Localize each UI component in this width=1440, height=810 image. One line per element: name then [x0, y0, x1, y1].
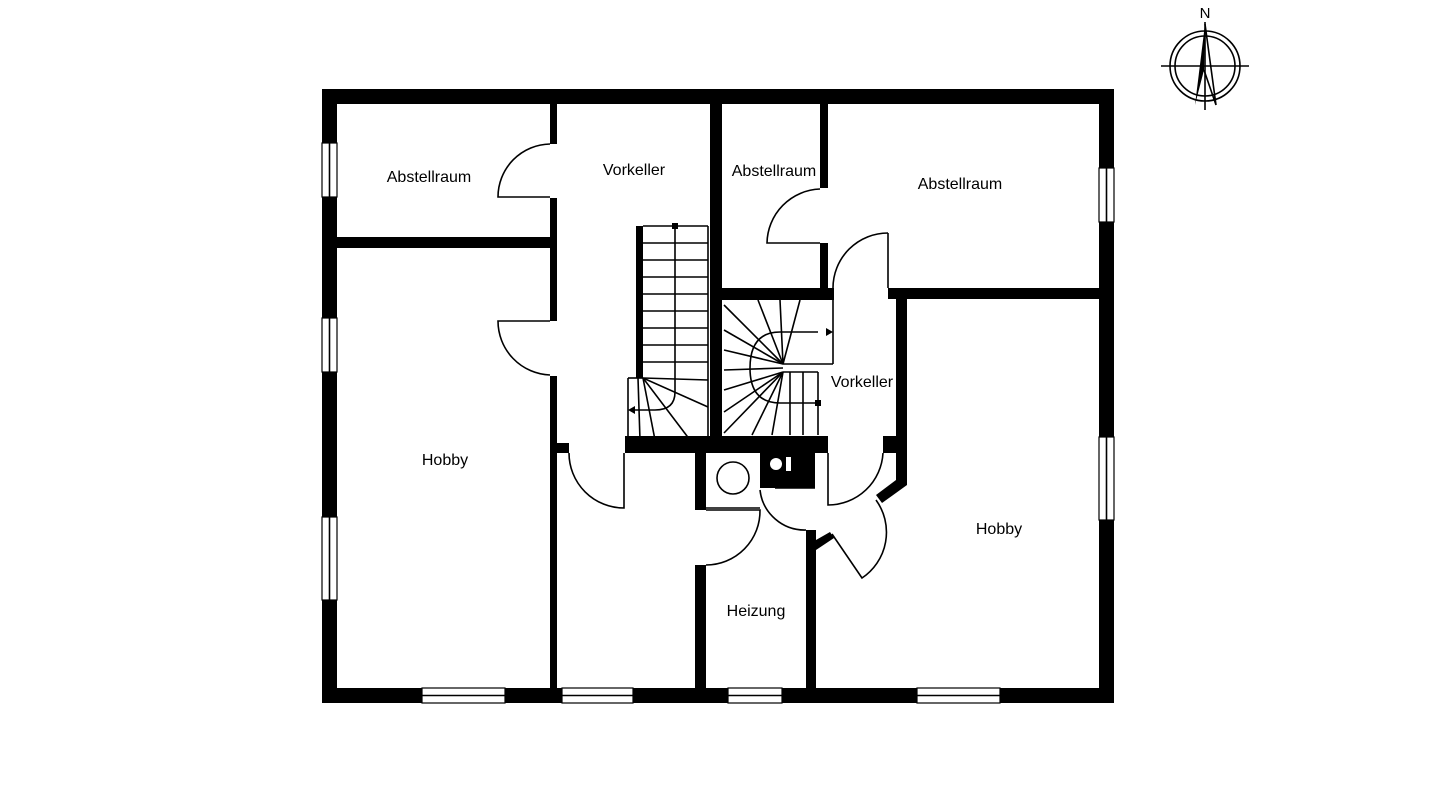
straight-staircase — [627, 225, 709, 441]
room-label-hobby: Hobby — [976, 521, 1022, 538]
interior-walls — [337, 104, 1099, 688]
room-label-vorkeller: Vorkeller — [603, 162, 666, 179]
windows — [321, 142, 1115, 704]
doors — [497, 143, 889, 580]
winding-staircase — [723, 299, 834, 436]
room-label-abstellraum: Abstellraum — [387, 169, 471, 186]
north-arrow-icon — [1161, 22, 1249, 110]
room-label-vorkeller: Vorkeller — [831, 374, 894, 391]
compass-north-label: N — [1200, 5, 1211, 22]
chimney — [760, 453, 815, 488]
boiler-icon — [716, 461, 750, 495]
room-label-abstellraum: Abstellraum — [732, 163, 816, 180]
room-label-hobby: Hobby — [422, 452, 468, 469]
room-label-abstellraum: Abstellraum — [918, 176, 1002, 193]
room-label-heizung: Heizung — [727, 603, 786, 620]
